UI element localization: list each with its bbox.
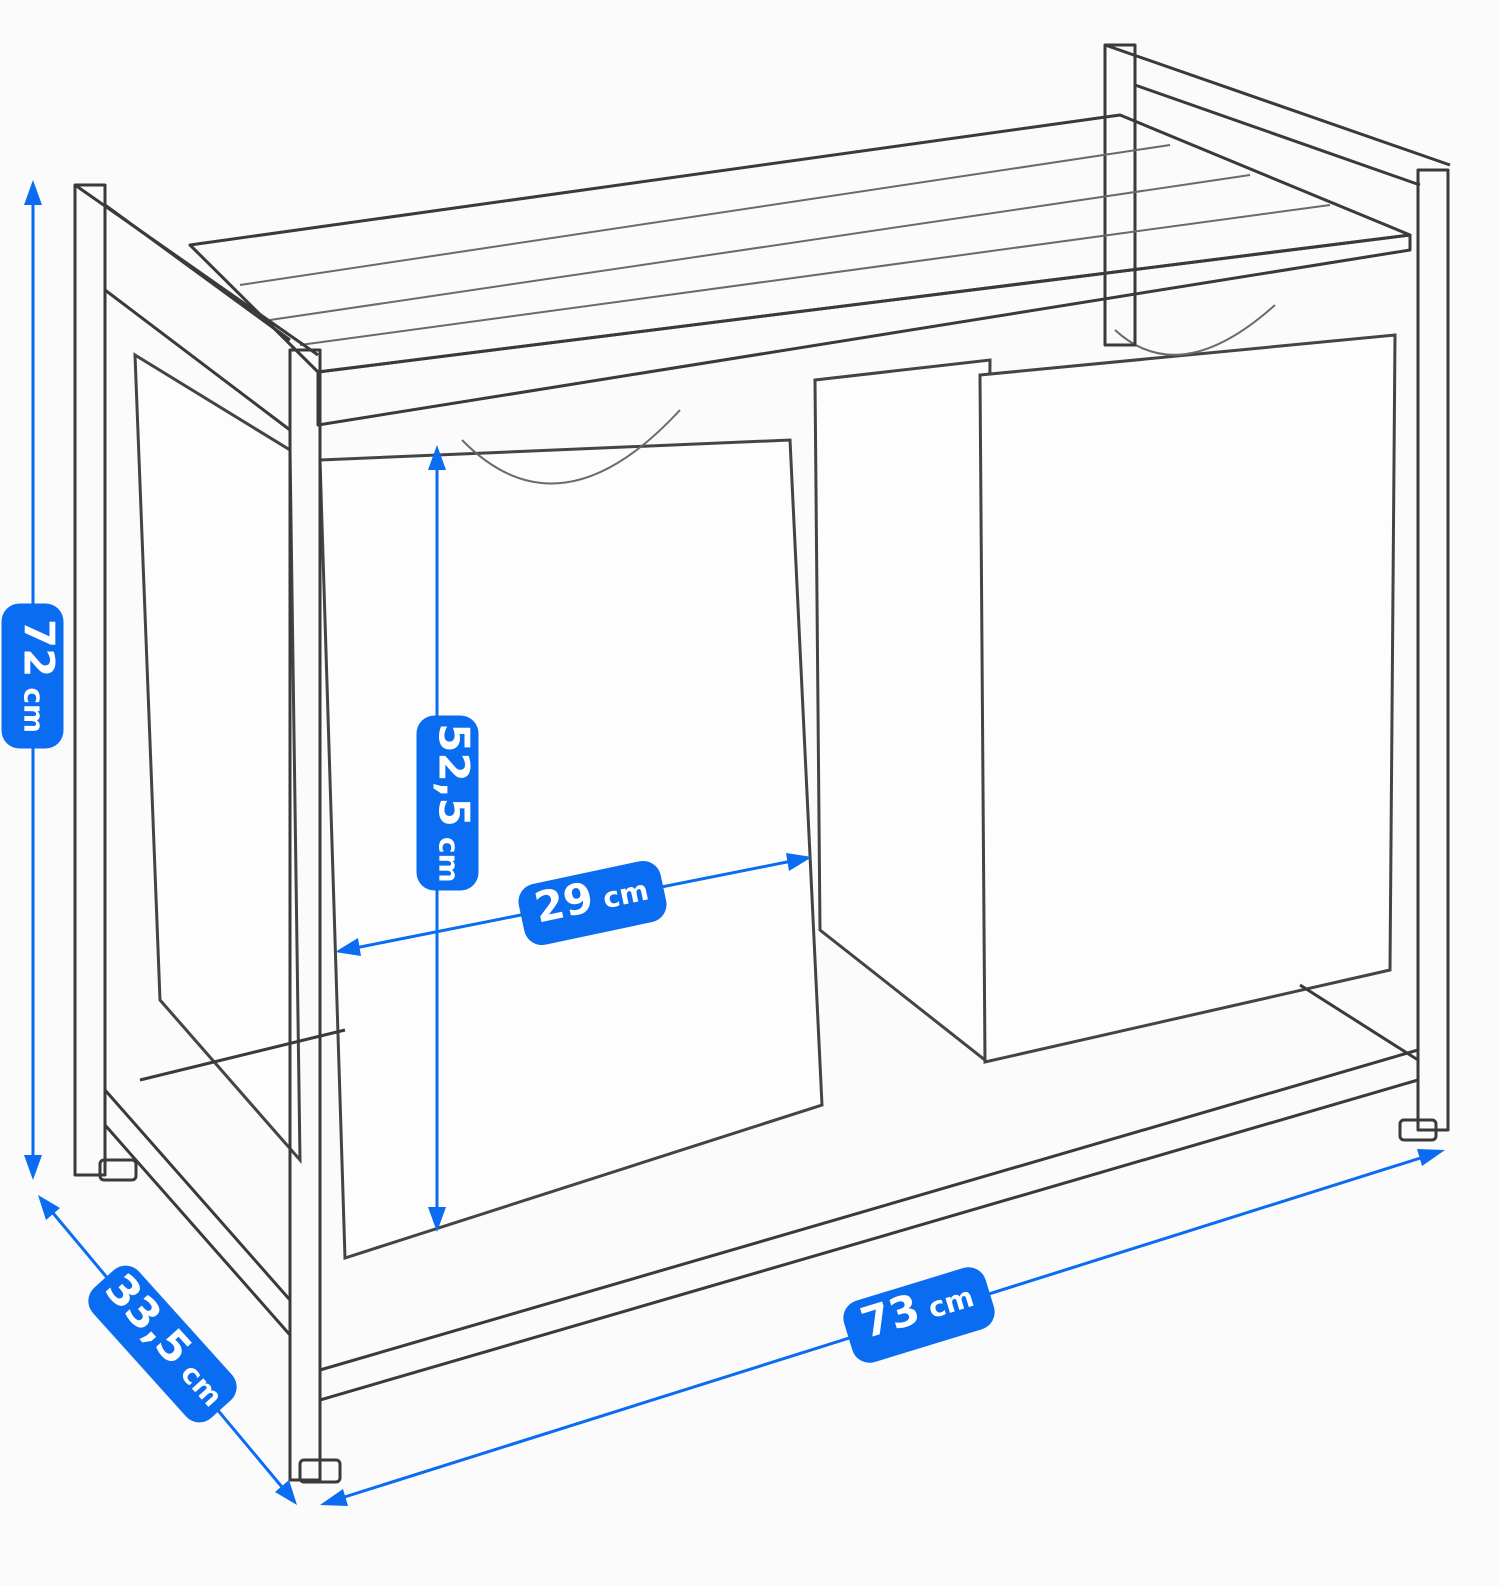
side-bottom-rail: [103, 1088, 292, 1337]
right-bag-handle: [1114, 304, 1276, 356]
left-rear-bag: [133, 352, 302, 1165]
height-label: 72 cm: [1, 603, 64, 749]
rear-left-leg: [73, 183, 107, 1177]
rear-right-leg: [1103, 43, 1137, 347]
front-left-leg: [288, 348, 322, 1482]
left-bag-handle: [461, 409, 681, 485]
right-bag: [978, 333, 1397, 1064]
top-shelf: [188, 113, 1412, 374]
front-bottom-rail: [318, 1048, 1420, 1402]
front-right-leg: [1416, 168, 1450, 1132]
left-bag: [318, 438, 824, 1261]
rear-bag: [813, 358, 992, 1064]
bag-height-label: 52,5 cm: [416, 715, 479, 891]
